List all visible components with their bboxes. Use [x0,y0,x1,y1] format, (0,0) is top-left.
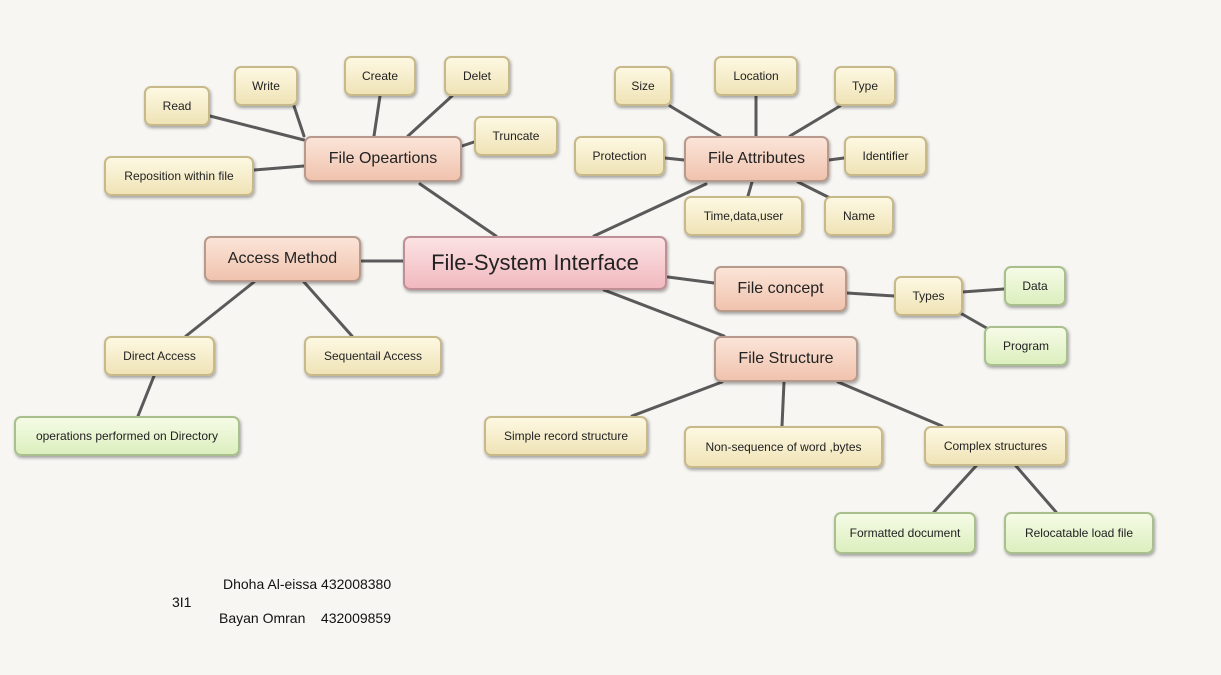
leaf-read: Read [144,86,210,126]
branch-file-attributes: File Attributes [684,136,829,182]
leaf-identifier: Identifier [844,136,927,176]
leaf-truncate: Truncate [474,116,558,156]
center-node: File-System Interface [403,236,667,290]
leaf-data: Data [1004,266,1066,306]
connector-line [372,94,382,138]
leaf-relocatable-load-file: Relocatable load file [1004,512,1154,554]
connector-line [788,104,842,138]
group-label: 3I1 [172,594,192,610]
leaf-program: Program [984,326,1068,366]
connector-line [780,380,786,428]
connector-line [136,374,156,418]
connector-line [827,156,846,162]
connector-line [960,287,1006,294]
connector-line [292,104,306,138]
leaf-formatted-document: Formatted document [834,512,976,554]
connector-line [208,114,306,142]
connector-line [663,156,686,162]
leaf-location: Location [714,56,798,96]
connector-line [666,275,716,285]
author-1: Dhoha Al-eissa 432008380 [223,576,392,592]
connector-line [302,280,354,338]
leaf-types: Types [894,276,963,316]
connector-line [746,180,754,198]
leaf-sequential-access: Sequentail Access [304,336,442,376]
leaf-create: Create [344,56,416,96]
connector-line [602,288,726,338]
connector-line [836,380,944,428]
leaf-operations-on-directory: operations performed on Directory [14,416,240,456]
connector-line [932,464,978,514]
branch-file-structure: File Structure [714,336,858,382]
connector-line [845,291,896,298]
connector-line [418,182,498,238]
connector-line [406,94,454,138]
leaf-complex-structures: Complex structures [924,426,1067,466]
author-2: Bayan Omran 432009859 [219,610,392,626]
leaf-non-sequence-of-word-bytes: Non-sequence of word ,bytes [684,426,883,468]
leaf-delet: Delet [444,56,510,96]
branch-file-concept: File concept [714,266,847,312]
connector-line [630,380,724,418]
connector-line [796,180,832,200]
leaf-write: Write [234,66,298,106]
leaf-direct-access: Direct Access [104,336,215,376]
leaf-protection: Protection [574,136,665,176]
leaf-simple-record-structure: Simple record structure [484,416,648,456]
leaf-reposition-within-file: Reposition within file [104,156,254,196]
branch-file-operations: File Opeartions [304,136,462,182]
branch-access-method: Access Method [204,236,361,282]
connector-line [592,182,708,238]
connector-line [1014,464,1058,514]
connector-line [668,104,722,138]
leaf-time-data-user: Time,data,user [684,196,803,236]
leaf-type: Type [834,66,896,106]
leaf-size: Size [614,66,672,106]
leaf-name: Name [824,196,894,236]
connector-line [252,164,306,172]
connector-line [184,280,256,338]
connector-line [460,140,476,148]
